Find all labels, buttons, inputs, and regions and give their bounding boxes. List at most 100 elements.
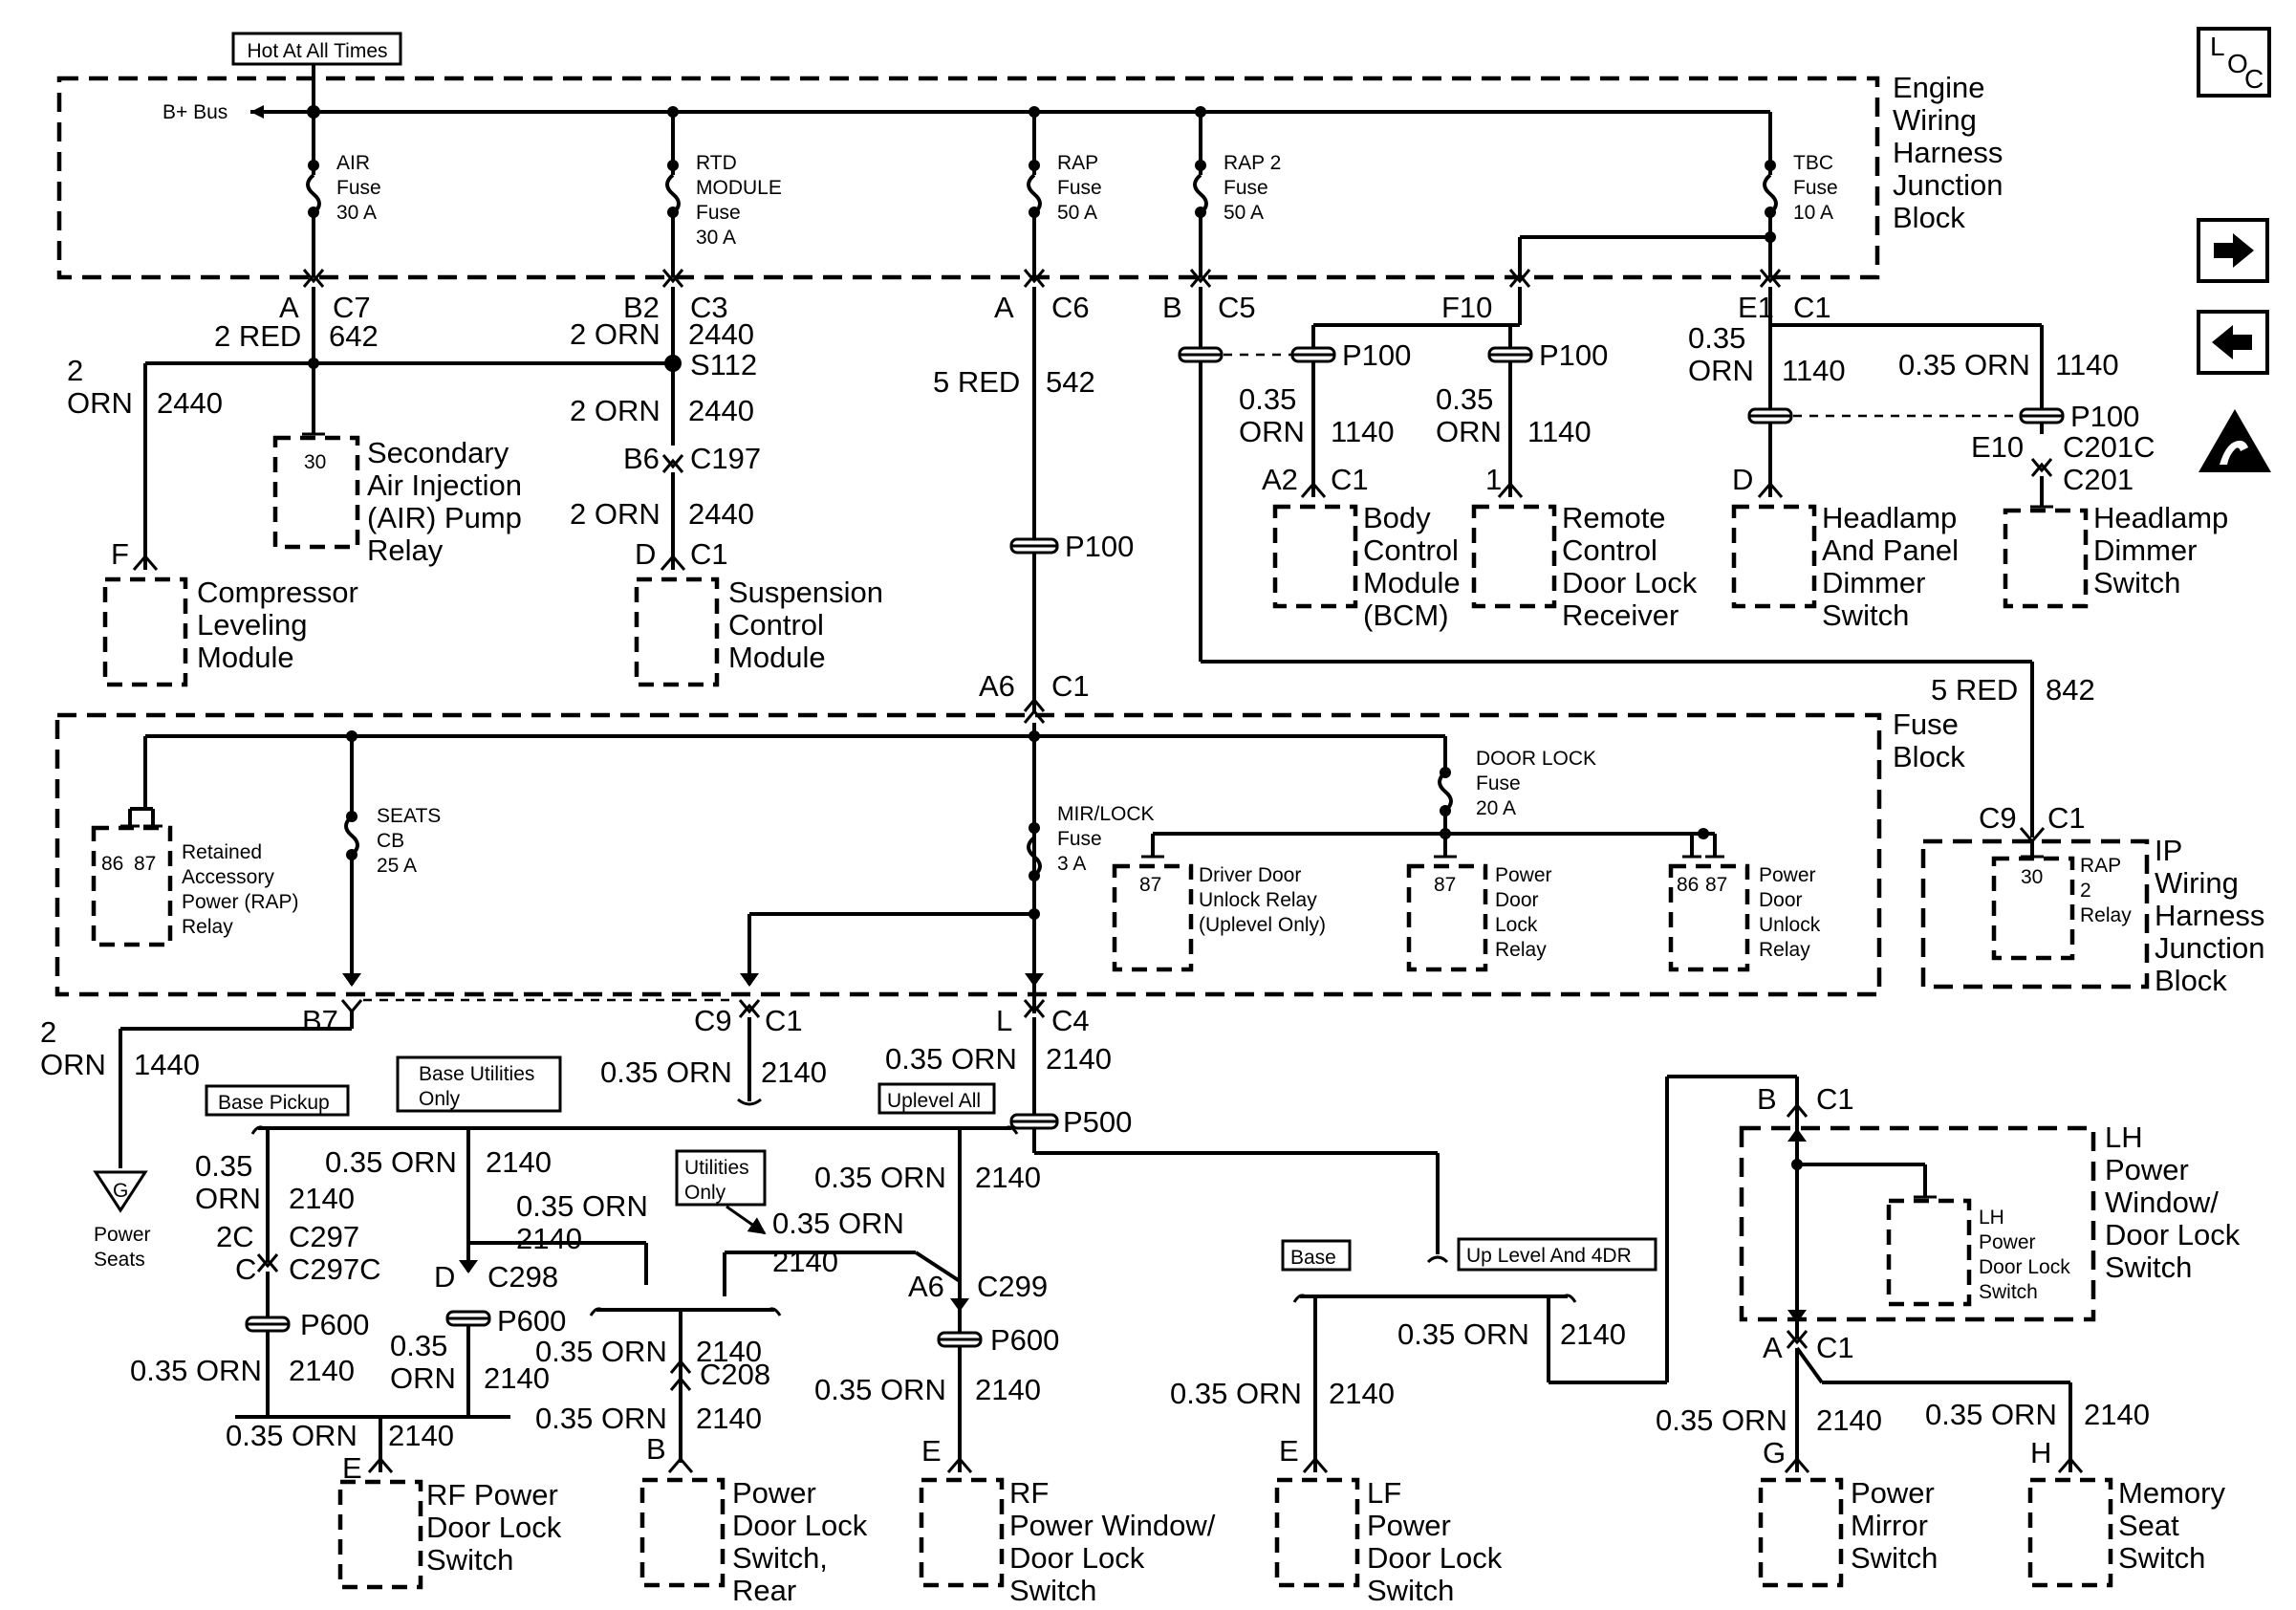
svg-text:C4: C4 bbox=[1051, 1004, 1090, 1037]
svg-text:C208: C208 bbox=[700, 1358, 770, 1391]
svg-text:Seats: Seats bbox=[94, 1249, 145, 1271]
svg-text:86: 86 bbox=[1677, 874, 1699, 896]
svg-text:ORN: ORN bbox=[40, 1048, 106, 1081]
svg-text:Relay: Relay bbox=[367, 533, 444, 567]
svg-text:2140: 2140 bbox=[1329, 1377, 1395, 1410]
rtd-fuse: RTD MODULE Fuse 30 A bbox=[665, 106, 782, 277]
svg-text:2140: 2140 bbox=[975, 1161, 1041, 1194]
svg-text:P600: P600 bbox=[990, 1323, 1059, 1357]
svg-text:RTD: RTD bbox=[696, 152, 737, 174]
svg-text:642: 642 bbox=[329, 319, 379, 353]
svg-text:IP: IP bbox=[2155, 834, 2182, 867]
svg-text:5 RED: 5 RED bbox=[933, 365, 1020, 399]
svg-text:LH: LH bbox=[1979, 1207, 2004, 1229]
svg-text:Headlamp: Headlamp bbox=[1822, 501, 1957, 534]
svg-text:P500: P500 bbox=[1063, 1105, 1132, 1139]
svg-text:Control: Control bbox=[1363, 533, 1459, 567]
svg-text:ORN: ORN bbox=[390, 1361, 456, 1395]
svg-text:0.35 ORN: 0.35 ORN bbox=[535, 1402, 667, 1435]
svg-text:G: G bbox=[1763, 1436, 1786, 1469]
svg-text:C297: C297 bbox=[289, 1220, 359, 1253]
svg-text:DOOR LOCK: DOOR LOCK bbox=[1476, 748, 1596, 770]
svg-text:Block: Block bbox=[1893, 740, 1965, 773]
svg-text:0.35: 0.35 bbox=[195, 1149, 252, 1183]
svg-text:Fuse: Fuse bbox=[1224, 177, 1268, 199]
svg-text:Door Lock: Door Lock bbox=[1562, 566, 1698, 599]
svg-text:ORN: ORN bbox=[1239, 415, 1305, 448]
svg-text:ORN: ORN bbox=[195, 1182, 261, 1215]
svg-text:Window/: Window/ bbox=[2105, 1186, 2219, 1219]
svg-text:Module: Module bbox=[728, 641, 826, 674]
svg-text:Power: Power bbox=[1367, 1509, 1451, 1542]
svg-text:Switch: Switch bbox=[2093, 566, 2180, 599]
svg-text:Base: Base bbox=[1290, 1247, 1336, 1269]
svg-text:Power (RAP): Power (RAP) bbox=[182, 891, 299, 913]
rf-power-window-door-lock-switch: RF Power Window/ Door Lock Switch bbox=[919, 1476, 1216, 1607]
svg-text:Door Lock: Door Lock bbox=[2105, 1218, 2241, 1251]
svg-text:Control: Control bbox=[1562, 533, 1657, 567]
svg-text:Power: Power bbox=[1759, 864, 1816, 886]
loc-icon[interactable]: L O C bbox=[2197, 27, 2271, 98]
svg-text:RF: RF bbox=[1009, 1476, 1049, 1510]
svg-text:Block: Block bbox=[1893, 201, 1965, 234]
svg-text:D: D bbox=[635, 537, 656, 571]
driver-door-unlock-relay: 87 Driver Door Unlock Relay (Uplevel Onl… bbox=[1112, 834, 1326, 972]
svg-text:Power: Power bbox=[94, 1224, 151, 1246]
svg-text:Suspension: Suspension bbox=[728, 576, 883, 609]
svg-text:C1: C1 bbox=[690, 537, 728, 571]
svg-text:Base Pickup: Base Pickup bbox=[218, 1092, 330, 1114]
svg-text:Fuse: Fuse bbox=[336, 177, 381, 199]
svg-text:H: H bbox=[2030, 1436, 2051, 1469]
svg-text:30 A: 30 A bbox=[336, 202, 377, 224]
svg-text:842: 842 bbox=[2046, 673, 2095, 707]
tag-uplevel-4dr: Up Level And 4DR bbox=[1457, 1237, 1657, 1272]
svg-text:30: 30 bbox=[2021, 866, 2043, 888]
svg-text:30 A: 30 A bbox=[696, 227, 736, 249]
svg-text:542: 542 bbox=[1046, 365, 1095, 399]
svg-text:C298: C298 bbox=[487, 1260, 558, 1294]
svg-text:A6: A6 bbox=[908, 1270, 944, 1303]
lh-power-window-block bbox=[1739, 1125, 2096, 1322]
svg-text:P100: P100 bbox=[1065, 530, 1134, 563]
svg-text:2140: 2140 bbox=[484, 1361, 550, 1395]
svg-text:2140: 2140 bbox=[486, 1145, 552, 1179]
svg-text:Switch: Switch bbox=[1979, 1281, 2038, 1303]
svg-text:RAP 2: RAP 2 bbox=[1224, 152, 1281, 174]
svg-text:C7: C7 bbox=[333, 291, 371, 324]
svg-text:Secondary: Secondary bbox=[367, 436, 509, 469]
tag-base-pickup: Base Pickup bbox=[205, 1084, 350, 1117]
svg-text:Door: Door bbox=[1759, 889, 1803, 911]
svg-text:Harness: Harness bbox=[2155, 899, 2264, 932]
memory-seat-switch: Memory Seat Switch bbox=[2027, 1476, 2225, 1588]
seats-circuit-breaker: SEATS CB 25 A bbox=[342, 736, 441, 987]
svg-text:Lock: Lock bbox=[1495, 914, 1538, 936]
svg-text:0.35 ORN: 0.35 ORN bbox=[535, 1335, 667, 1368]
svg-text:0.35 ORN: 0.35 ORN bbox=[226, 1419, 357, 1452]
svg-text:Receiver: Receiver bbox=[1562, 598, 1679, 632]
svg-text:E: E bbox=[342, 1451, 362, 1485]
svg-text:P600: P600 bbox=[497, 1304, 566, 1338]
svg-text:2440: 2440 bbox=[688, 497, 754, 531]
bus-arrow-icon bbox=[250, 105, 264, 119]
fuse-block bbox=[54, 712, 1882, 997]
svg-text:Rear: Rear bbox=[732, 1574, 796, 1607]
svg-text:C1: C1 bbox=[1793, 291, 1831, 324]
hot-at-all-times-tag: Hot At All Times bbox=[231, 32, 402, 66]
svg-text:Utilities: Utilities bbox=[684, 1157, 749, 1179]
svg-text:1140: 1140 bbox=[2055, 348, 2119, 381]
svg-text:2140: 2140 bbox=[289, 1182, 355, 1215]
svg-text:E10: E10 bbox=[1971, 430, 2024, 464]
svg-text:F: F bbox=[111, 537, 129, 571]
next-page-arrow-icon[interactable] bbox=[2197, 218, 2269, 283]
svg-text:A6: A6 bbox=[979, 669, 1015, 703]
svg-text:O: O bbox=[2227, 49, 2248, 78]
svg-text:Switch: Switch bbox=[1367, 1574, 1454, 1607]
svg-text:G: G bbox=[113, 1180, 128, 1202]
svg-text:0.35 ORN: 0.35 ORN bbox=[814, 1373, 946, 1406]
svg-text:C197: C197 bbox=[690, 442, 761, 475]
svg-text:Block: Block bbox=[2155, 964, 2227, 997]
previous-page-arrow-icon[interactable] bbox=[2197, 310, 2269, 375]
svg-text:2440: 2440 bbox=[157, 386, 223, 420]
svg-text:MODULE: MODULE bbox=[696, 177, 782, 199]
lh-power-door-lock-switch: LH Power Door Lock Switch bbox=[1886, 1198, 2070, 1307]
